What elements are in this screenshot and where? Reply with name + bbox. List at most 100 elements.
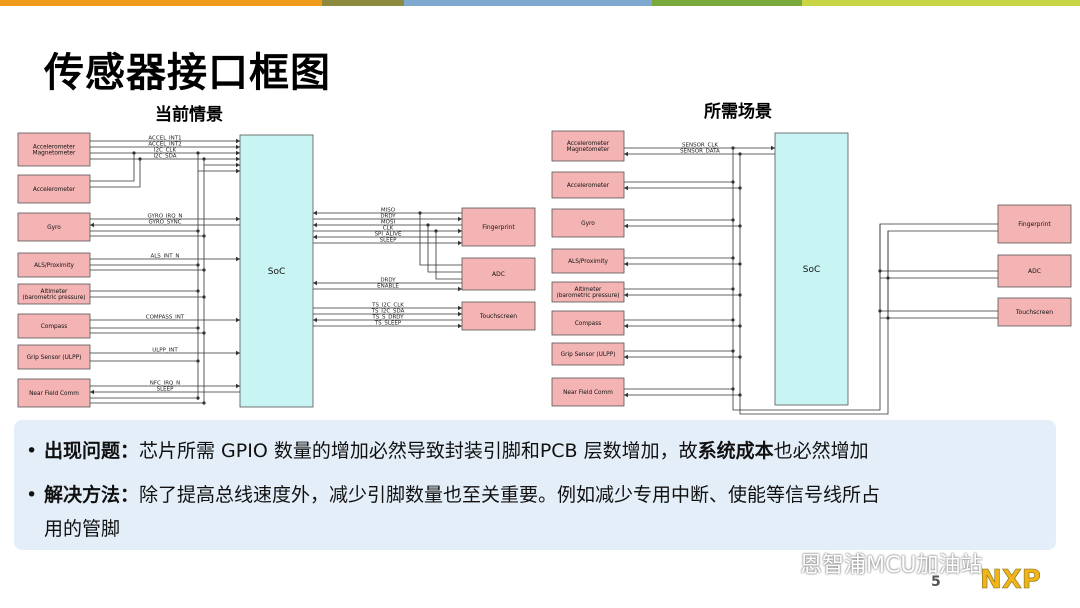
junction-dot — [738, 224, 742, 228]
junction-dot — [738, 293, 742, 297]
junction-dot — [202, 401, 206, 405]
arrow-head — [236, 216, 240, 222]
page-number: 5 — [931, 574, 941, 590]
left-periph-signal-11: TS_S_DRDY — [371, 315, 404, 321]
right-sensor-6 — [551, 310, 625, 336]
arrow-head — [313, 234, 317, 240]
left-periph-signal-12: TS_SLEEP — [374, 321, 402, 327]
right-sensor-4-label: ALS/Proximity — [568, 259, 608, 265]
arrow-head — [458, 305, 462, 311]
arrow-head — [236, 144, 240, 150]
junction-dot — [196, 396, 200, 400]
arrow-head — [458, 311, 462, 317]
left-sensor-5-label: Altimeter(barometric pressure) — [22, 289, 85, 301]
junction-dot — [196, 326, 200, 330]
signal-wire — [427, 225, 462, 273]
arrow-head — [236, 350, 240, 356]
left-peripheral-3-label: Touchscreen — [479, 313, 517, 320]
junction-dot — [138, 157, 142, 161]
left-periph-signal-8: ENABLE — [377, 284, 399, 290]
junction-dot — [196, 289, 200, 293]
right-signal-2: SENSOR_DATA — [680, 149, 720, 155]
right-peripheral-2-label: ADC — [1028, 268, 1041, 275]
arrow-head — [236, 317, 240, 323]
arrow-head — [624, 292, 628, 298]
nxp-logo-text: NXP — [980, 565, 1041, 592]
arrow-head — [624, 151, 628, 157]
arrow-head — [313, 222, 317, 228]
bullet-solution-cont: 用的管脚 — [44, 518, 121, 540]
left-peripheral-2 — [461, 257, 536, 291]
right-sensor-8-label: Near Field Comm — [563, 390, 613, 396]
arrow-head — [624, 223, 628, 229]
bullet-problem: •出现问题：芯片所需 GPIO 数量的增加必然导致封装引脚和PCB 层数增加，故… — [26, 440, 869, 462]
left-sensor-6 — [17, 313, 91, 339]
right-peripheral-3 — [997, 297, 1072, 327]
left-sensor-2 — [17, 174, 91, 204]
left-soc — [239, 134, 314, 408]
right-sensor-3 — [551, 208, 625, 238]
right-sensor-5 — [551, 281, 625, 303]
left-periph-signal-5: SPI_ALIVE — [375, 232, 402, 238]
junction-dot — [738, 355, 742, 359]
left-sensor-7-label: Grip Sensor (ULPP) — [27, 355, 82, 361]
junction-dot — [418, 211, 422, 215]
junction-dot — [196, 263, 200, 267]
junction-dot — [196, 359, 200, 363]
arrow-head — [236, 150, 240, 156]
arrow-head — [624, 185, 628, 191]
arrow-head — [771, 145, 775, 151]
arrow-head — [624, 392, 628, 398]
arrow-head — [90, 222, 94, 228]
junction-dot — [738, 324, 742, 328]
arrow-head — [90, 389, 94, 395]
footer-brand: 恩智浦MCU加油站 — [800, 553, 983, 578]
arrow-head — [624, 323, 628, 329]
junction-dot — [731, 318, 735, 322]
left-sensor-7 — [17, 344, 91, 370]
right-peripheral-1 — [997, 204, 1072, 244]
junction-dot — [196, 229, 200, 233]
junction-dot — [731, 180, 735, 184]
left-signal-6: GYRO_SYNC — [148, 220, 181, 226]
bullet-problem-label: 出现问题： — [44, 440, 140, 462]
junction-dot — [731, 218, 735, 222]
left-sensor-4-label: ALS/Proximity — [34, 263, 74, 269]
left-signal-2: ACCEL_INT2 — [148, 142, 181, 148]
right-sensor-4 — [551, 248, 625, 274]
left-peripheral-2-label: ADC — [492, 271, 505, 278]
left-peripheral-1-label: Fingerprint — [482, 224, 515, 231]
arrow-head — [236, 156, 240, 162]
left-signal-8: COMPASS_INT — [146, 315, 185, 321]
left-sensor-2-label: Accelerometer — [33, 187, 76, 193]
signal-wire — [732, 148, 998, 411]
right-subtitle: 所需场景 — [704, 102, 772, 122]
junction-dot — [426, 223, 430, 227]
left-peripheral-3 — [461, 301, 536, 331]
bullet-problem-text-b: 也必然增加 — [773, 440, 869, 462]
left-periph-signal-7: DRDY — [380, 278, 396, 284]
left-periph-signal-10: TS_I2C_SDA — [371, 309, 405, 315]
arrow-head — [236, 138, 240, 144]
right-sensor-1 — [551, 130, 625, 162]
right-sensor-6-label: Compass — [575, 321, 602, 327]
arrow-head — [236, 162, 240, 168]
arrow-head — [313, 210, 317, 216]
left-sensor-3-label: Gyro — [47, 225, 61, 231]
arrow-head — [236, 383, 240, 389]
right-sensor-7-label: Grip Sensor (ULPP) — [561, 352, 616, 358]
junction-dot — [738, 262, 742, 266]
left-periph-signal-3: MOSI — [381, 220, 396, 226]
left-peripheral-1 — [461, 207, 536, 247]
left-sensor-5 — [17, 283, 91, 305]
right-sensor-2 — [551, 171, 625, 199]
arrow-head — [458, 240, 462, 246]
junction-dot — [132, 151, 136, 155]
junction-dot — [202, 295, 206, 299]
junction-dot — [731, 349, 735, 353]
left-signal-11: SLEEP — [157, 387, 175, 393]
left-soc-label: SoC — [268, 267, 286, 277]
junction-dot — [434, 229, 438, 233]
